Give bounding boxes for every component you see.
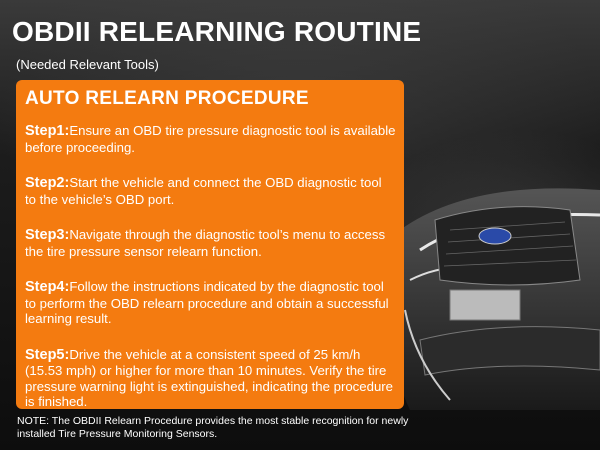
footnote: NOTE: The OBDII Relearn Procedure provid… bbox=[17, 415, 409, 440]
page-title: OBDII RELEARNING ROUTINE bbox=[12, 16, 422, 47]
step-1: Step1:Ensure an OBD tire pressure diagno… bbox=[25, 123, 396, 155]
step-label: Step1: bbox=[25, 123, 70, 139]
panel-title: AUTO RELEARN PROCEDURE bbox=[25, 88, 309, 109]
step-text: Follow the instructions indicated by the… bbox=[25, 279, 389, 326]
step-5: Step5:Drive the vehicle at a consistent … bbox=[25, 347, 396, 410]
car-image bbox=[394, 188, 600, 410]
procedure-panel: AUTO RELEARN PROCEDURE Step1:Ensure an O… bbox=[16, 80, 404, 409]
step-label: Step5: bbox=[25, 346, 70, 363]
page-subtitle: (Needed Relevant Tools) bbox=[16, 57, 159, 72]
step-text: Drive the vehicle at a consistent speed … bbox=[25, 346, 394, 410]
step-text: Ensure an OBD tire pressure diagnostic t… bbox=[25, 123, 396, 155]
step-text: Start the vehicle and connect the OBD di… bbox=[25, 175, 382, 207]
step-3: Step3:Navigate through the diagnostic to… bbox=[25, 227, 396, 259]
step-2: Step2:Start the vehicle and connect the … bbox=[25, 175, 396, 207]
step-4: Step4:Follow the instructions indicated … bbox=[25, 279, 396, 327]
step-label: Step3: bbox=[25, 227, 70, 243]
step-text: Navigate through the diagnostic tool’s m… bbox=[25, 227, 386, 259]
step-label: Step2: bbox=[25, 175, 70, 191]
step-label: Step4: bbox=[25, 279, 70, 295]
